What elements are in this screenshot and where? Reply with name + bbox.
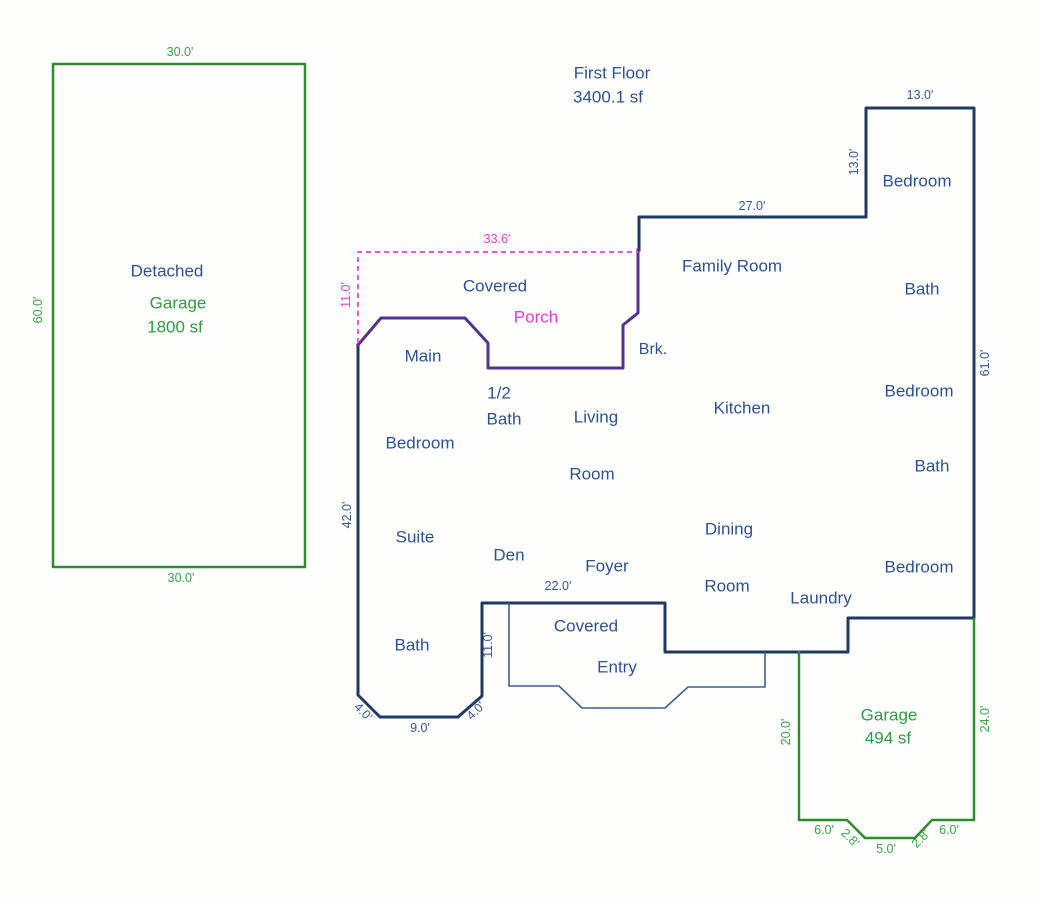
room-bedroom-right-low: Bedroom	[884, 557, 954, 577]
porch-label-covered: Covered	[462, 276, 528, 296]
dim-entry-left-height: 11.0'	[480, 632, 495, 658]
attached-garage-area: 494 sf	[864, 728, 912, 748]
dim-wing-top-width: 13.0'	[906, 87, 934, 102]
main-house-outline	[356, 106, 976, 719]
room-den: Den	[493, 545, 525, 565]
room-laundry: Laundry	[790, 588, 852, 608]
attached-garage-dim-b5: 6.0'	[939, 822, 959, 837]
covered-porch-outline	[355, 248, 640, 370]
dim-left-height: 42.0'	[339, 501, 354, 529]
dim-foyer-width: 22.0'	[544, 578, 572, 593]
detached-garage-label: Detached	[130, 261, 204, 281]
room-foyer: Foyer	[585, 556, 629, 576]
room-bedroom-right-mid: Bedroom	[884, 381, 954, 401]
attached-garage-dim-left: 20.0'	[778, 718, 793, 746]
dim-bottom-width: 9.0'	[410, 720, 430, 735]
plan-area: 3400.1 sf	[573, 87, 643, 107]
plan-title: First Floor	[573, 63, 651, 83]
porch-dim-left: 11.0'	[338, 282, 353, 308]
room-bath-top-right: Bath	[904, 279, 940, 299]
dim-right-height: 61.0'	[977, 349, 992, 377]
attached-garage-name: Garage	[860, 705, 918, 725]
room-bath-right: Bath	[914, 456, 950, 476]
attached-garage-dim-b1: 6.0'	[814, 822, 834, 837]
room-half-bath-2: Bath	[486, 409, 522, 429]
room-living-2: Room	[569, 464, 615, 484]
room-bath-left: Bath	[394, 635, 430, 655]
room-entry-2: Entry	[597, 657, 637, 677]
room-breakfast: Brk.	[638, 341, 668, 358]
covered-porch-dashed-line	[357, 251, 638, 343]
room-living-1: Living	[573, 407, 619, 427]
room-dining-2: Room	[704, 576, 750, 596]
room-half-bath-1: 1/2	[487, 383, 511, 403]
room-entry-1: Covered	[553, 616, 619, 636]
dim-wing-left-height: 13.0'	[846, 148, 861, 176]
covered-entry-outline	[508, 603, 766, 709]
detached-garage-area: 1800 sf	[147, 317, 203, 337]
room-kitchen: Kitchen	[713, 398, 771, 418]
room-dining-1: Dining	[704, 519, 754, 539]
detached-garage-name: Garage	[149, 293, 207, 313]
detached-garage-dim-top: 30.0'	[166, 44, 194, 59]
attached-garage-dim-right: 24.0'	[977, 705, 992, 733]
room-bedroom-top-right: Bedroom	[882, 171, 952, 191]
porch-label-porch: Porch	[513, 307, 559, 327]
room-main-bedroom: Bedroom	[385, 433, 455, 453]
room-main: Main	[404, 346, 442, 366]
dim-family-top-width: 27.0'	[738, 198, 766, 213]
porch-dim-top: 33.6'	[483, 231, 511, 246]
room-suite: Suite	[395, 527, 435, 547]
detached-garage-dim-bottom: 30.0'	[167, 570, 195, 585]
attached-garage-outline	[797, 617, 976, 840]
room-family-room: Family Room	[681, 256, 783, 276]
detached-garage-outline	[51, 62, 307, 569]
detached-garage-dim-left: 60.0'	[30, 296, 45, 324]
attached-garage-dim-b3: 5.0'	[876, 841, 896, 856]
